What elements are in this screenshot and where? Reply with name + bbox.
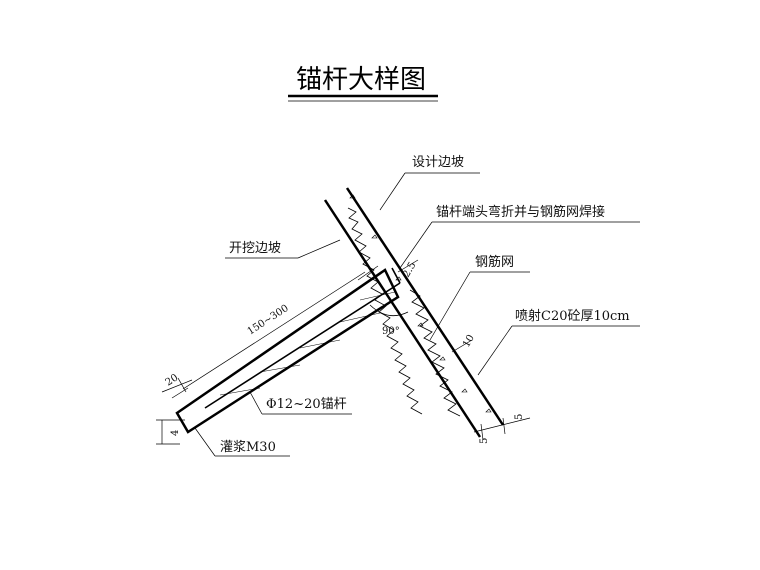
shotcrete-zigzag — [347, 207, 423, 415]
dim-bend-line — [397, 259, 419, 273]
label-design-slope: 设计边坡 — [412, 155, 464, 170]
dim-shotcrete-line — [451, 339, 473, 353]
grout-hatch — [219, 291, 396, 396]
design-slope-line — [345, 187, 505, 426]
drawing-title: 锚杆大样图 — [296, 65, 426, 95]
leader-steel-mesh-diag — [429, 271, 471, 341]
anchor-borehole — [175, 268, 400, 434]
dim-edge-line — [473, 417, 531, 433]
dim-hole-label: 4 — [170, 430, 181, 436]
leader-excavation-slope-diag — [297, 239, 341, 259]
label-anchor-rod: Φ12~20锚杆 — [266, 397, 347, 412]
shotcrete-zigzag-lower — [409, 289, 461, 417]
leader-anchor-rod-diag — [249, 391, 263, 415]
angle-label: 90° — [382, 326, 400, 337]
label-shotcrete: 喷射C20砼厚10cm — [515, 308, 630, 324]
dim-length-ext2 — [357, 265, 379, 281]
excavation-slope-line — [323, 199, 482, 438]
dim-length-ext1 — [171, 387, 189, 399]
dim-length-label: 150~300 — [246, 303, 291, 338]
dim-offset-tick — [177, 377, 187, 393]
dim-edge-tick2 — [502, 417, 506, 435]
leader-grout-diag — [194, 427, 216, 457]
dim-offset-line — [161, 379, 193, 393]
leader-shotcrete-diag — [477, 325, 513, 376]
label-excavation-slope: 开挖边坡 — [229, 241, 281, 256]
angle-arc — [369, 304, 409, 317]
label-anchor-end: 锚杆端头弯折并与钢筋网焊接 — [436, 204, 605, 220]
dim-length-line — [182, 271, 366, 390]
dim-offset-label: 20 — [164, 372, 181, 388]
dim-edge-tick1 — [480, 423, 484, 441]
leader-design-slope — [379, 172, 406, 211]
anchor-rod-bend — [391, 267, 401, 284]
aggregate-marks — [349, 194, 492, 413]
dim-edge-label-a: 5 — [479, 438, 490, 444]
label-grout: 灌浆M30 — [220, 440, 276, 455]
dim-shotcrete-label: 10 — [461, 333, 477, 350]
anchor-rod — [204, 282, 401, 409]
leader-anchor-end — [399, 221, 433, 269]
dim-edge-label-b: 5 — [514, 414, 525, 420]
label-steel-mesh: 钢筋网 — [475, 254, 514, 270]
